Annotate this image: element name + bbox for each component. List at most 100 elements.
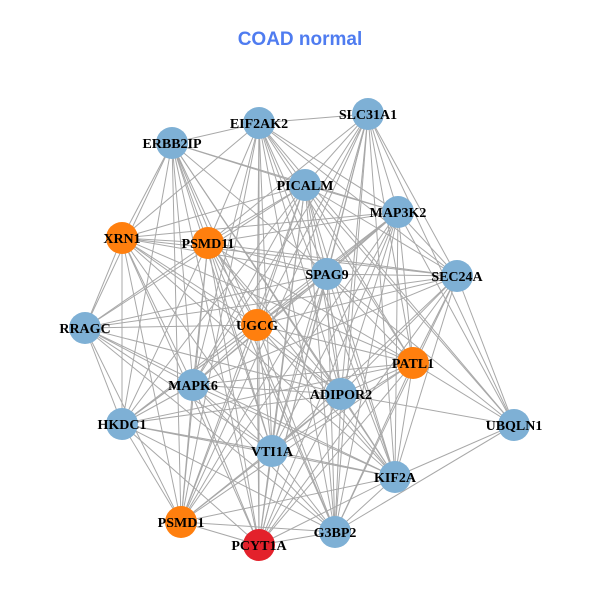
edge-EIF2AK2-KIF2A — [258, 122, 396, 478]
edge-PSMD11-SPAG9 — [207, 242, 328, 275]
edge-SLC31A1-MAPK6 — [192, 113, 369, 386]
node-KIF2A: KIF2A — [374, 461, 417, 493]
node-label: ADIPOR2 — [310, 388, 372, 403]
edge-PATL1-G3BP2 — [334, 362, 414, 533]
edge-MAPK6-PSMD1 — [180, 384, 194, 523]
edge-PATL1-PCYT1A — [258, 362, 414, 546]
node-RRAGC: RRAGC — [59, 312, 111, 344]
node-label: SEC24A — [431, 270, 483, 285]
edge-PATL1-PSMD1 — [180, 362, 414, 523]
node-SPAG9: SPAG9 — [305, 258, 349, 290]
edge-PSMD1-G3BP2 — [180, 521, 336, 533]
node-circle — [241, 309, 273, 341]
edge-SEC24A-VTI1A — [271, 275, 458, 452]
edge-SEC24A-KIF2A — [394, 275, 458, 478]
node-MAP3K2: MAP3K2 — [370, 196, 427, 228]
edge-ERBB2IP-PSMD1 — [171, 142, 182, 523]
edge-MAP3K2-UBQLN1 — [397, 211, 515, 426]
node-circle — [106, 408, 138, 440]
node-label: KIF2A — [374, 471, 417, 486]
node-label: RRAGC — [59, 322, 110, 337]
edge-PSMD11-G3BP2 — [207, 242, 336, 533]
edge-MAP3K2-PSMD11 — [207, 211, 399, 244]
edge-SLC31A1-PATL1 — [367, 113, 414, 364]
edge-RRAGC-ADIPOR2 — [84, 327, 342, 395]
edge-PICALM-MAPK6 — [192, 184, 306, 386]
node-UBQLN1: UBQLN1 — [486, 409, 542, 441]
node-label: UGCG — [236, 319, 278, 334]
node-SLC31A1: SLC31A1 — [339, 98, 397, 130]
node-circle — [352, 98, 384, 130]
edge-HKDC1-G3BP2 — [121, 423, 336, 533]
node-circle — [177, 369, 209, 401]
node-label: SPAG9 — [305, 268, 348, 283]
edge-ERBB2IP-MAP3K2 — [171, 142, 399, 213]
node-circle — [441, 260, 473, 292]
edge-SEC24A-UGCG — [256, 275, 458, 326]
edge-ADIPOR2-KIF2A — [340, 393, 396, 478]
edge-PICALM-KIF2A — [304, 184, 396, 478]
edge-KIF2A-PSMD1 — [180, 476, 396, 523]
node-PATL1: PATL1 — [392, 347, 434, 379]
node-label: VTI1A — [251, 445, 294, 460]
node-circle — [165, 506, 197, 538]
edge-XRN1-PSMD1 — [121, 237, 182, 523]
edge-UBQLN1-G3BP2 — [334, 424, 515, 533]
edge-PSMD11-RRAGC — [84, 242, 209, 329]
edge-VTI1A-G3BP2 — [271, 450, 336, 533]
node-circle — [498, 409, 530, 441]
edge-KIF2A-PCYT1A — [258, 476, 396, 546]
edge-SPAG9-SEC24A — [326, 273, 458, 277]
node-circle — [397, 347, 429, 379]
edge-ADIPOR2-HKDC1 — [121, 393, 342, 425]
node-EIF2AK2: EIF2AK2 — [230, 107, 288, 139]
edge-XRN1-ADIPOR2 — [121, 237, 342, 395]
edge-SPAG9-RRAGC — [84, 273, 328, 329]
node-label: PATL1 — [392, 357, 434, 372]
edge-PICALM-PSMD1 — [180, 184, 306, 523]
edge-UGCG-PSMD1 — [180, 324, 258, 523]
edge-RRAGC-HKDC1 — [84, 327, 123, 425]
node-label: PICALM — [277, 179, 334, 194]
edge-UGCG-VTI1A — [256, 324, 273, 452]
node-circle — [243, 107, 275, 139]
edge-PICALM-G3BP2 — [304, 184, 336, 533]
edge-PICALM-XRN1 — [121, 184, 306, 239]
node-circle — [69, 312, 101, 344]
edge-UGCG-ADIPOR2 — [256, 324, 342, 395]
edge-UGCG-PATL1 — [256, 324, 414, 364]
edge-SEC24A-PCYT1A — [258, 275, 458, 546]
edge-PSMD11-HKDC1 — [121, 242, 209, 425]
edge-PICALM-SEC24A — [304, 184, 458, 277]
edge-RRAGC-UGCG — [84, 324, 258, 329]
edge-ADIPOR2-UBQLN1 — [340, 393, 515, 426]
edge-PSMD11-PCYT1A — [207, 242, 260, 546]
edge-SPAG9-VTI1A — [271, 273, 328, 452]
edge-SPAG9-PATL1 — [326, 273, 414, 364]
edge-PSMD11-ADIPOR2 — [207, 242, 342, 395]
edge-RRAGC-MAPK6 — [84, 327, 194, 386]
edge-ADIPOR2-PCYT1A — [258, 393, 342, 546]
node-circle — [379, 461, 411, 493]
edge-PICALM-PCYT1A — [258, 184, 306, 546]
edge-EIF2AK2-G3BP2 — [258, 122, 336, 533]
node-circle — [325, 378, 357, 410]
edge-MAP3K2-ADIPOR2 — [340, 211, 399, 395]
node-label: MAPK6 — [168, 379, 218, 394]
edge-ADIPOR2-G3BP2 — [334, 393, 342, 533]
edge-PATL1-UBQLN1 — [412, 362, 515, 426]
edge-XRN1-PATL1 — [121, 237, 414, 364]
edge-XRN1-SPAG9 — [121, 237, 328, 275]
edge-VTI1A-PSMD1 — [180, 450, 273, 523]
node-circle — [382, 196, 414, 228]
node-PCYT1A: PCYT1A — [231, 529, 287, 561]
edge-PSMD11-KIF2A — [207, 242, 396, 478]
node-HKDC1: HKDC1 — [98, 408, 147, 440]
edge-SLC31A1-EIF2AK2 — [258, 113, 369, 124]
edge-XRN1-RRAGC — [84, 237, 123, 329]
node-label: MAP3K2 — [370, 206, 427, 221]
node-PICALM: PICALM — [277, 169, 334, 201]
edge-XRN1-SEC24A — [121, 237, 458, 277]
